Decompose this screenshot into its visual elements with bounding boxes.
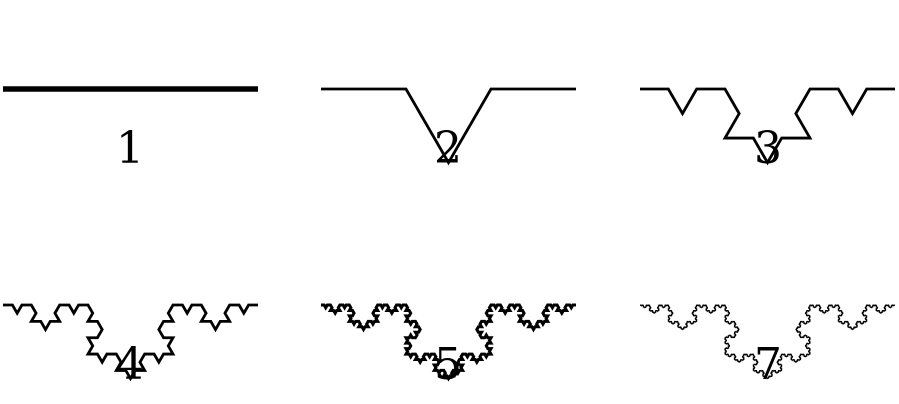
panel-label-5: 5 [434, 339, 462, 390]
panel-label-3: 3 [754, 123, 782, 174]
koch-curve-3 [640, 87, 895, 166]
panel-label-7: 7 [754, 339, 782, 390]
koch-curve-7 [639, 304, 896, 380]
koch-curve-5 [321, 303, 576, 382]
koch-curve-4 [3, 303, 258, 382]
koch-curve-2 [321, 87, 576, 166]
panel-label-4: 4 [116, 339, 144, 390]
panel-label-2: 2 [434, 123, 462, 174]
panel-label-1: 1 [116, 123, 144, 174]
